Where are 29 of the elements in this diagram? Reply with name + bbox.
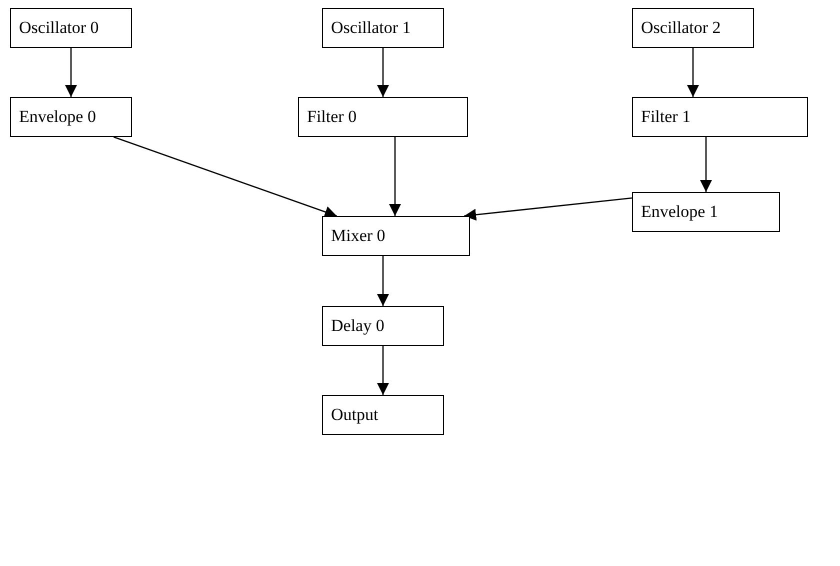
arrow	[700, 137, 712, 192]
process-box	[322, 216, 470, 256]
process-box	[632, 97, 808, 137]
process-box	[10, 8, 132, 48]
arrow	[464, 197, 632, 221]
node-label: Filter 0	[307, 107, 357, 127]
node-label: Delay 0	[331, 316, 384, 336]
process-box	[322, 8, 444, 48]
process-box	[322, 395, 444, 435]
process-box	[632, 192, 780, 232]
process-box	[632, 8, 754, 48]
process-box	[298, 97, 468, 137]
arrow	[377, 256, 389, 306]
arrow	[389, 137, 401, 216]
node-label: Filter 1	[641, 107, 691, 127]
arrow	[113, 136, 338, 218]
node-label: Oscillator 0	[19, 18, 99, 38]
node-label: Oscillator 1	[331, 18, 411, 38]
node-label: Output	[331, 405, 378, 425]
node-label: Oscillator 2	[641, 18, 721, 38]
process-box	[10, 97, 132, 137]
arrow	[377, 346, 389, 395]
arrow	[65, 48, 77, 97]
arrow	[377, 48, 389, 97]
arrow	[687, 48, 699, 97]
node-label: Envelope 0	[19, 107, 96, 127]
node-label: Mixer 0	[331, 226, 386, 246]
process-box	[322, 306, 444, 346]
node-label: Envelope 1	[641, 202, 718, 222]
